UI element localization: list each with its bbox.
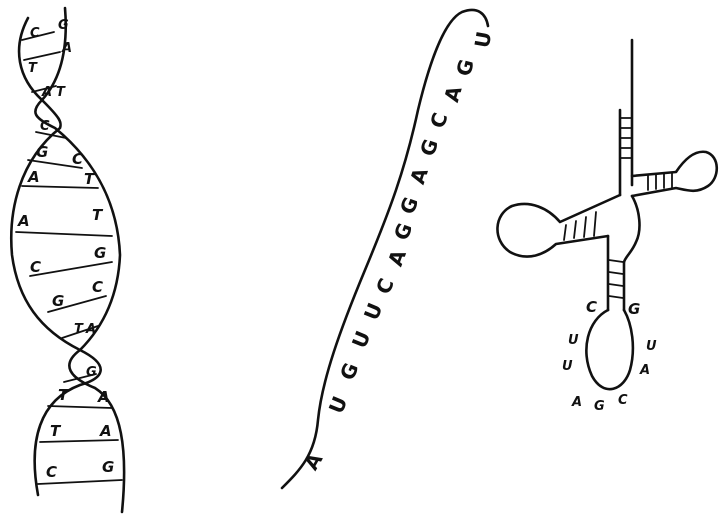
trna-loop-base: U [568, 333, 579, 348]
trna-loop-base: C [618, 393, 628, 408]
mrna-bases: A U G U U C A G G A G C A G U [299, 30, 497, 475]
trna-rung [609, 260, 623, 262]
mrna-base: C [425, 110, 452, 131]
trna-left-rungs [564, 212, 596, 240]
dna-base-left: C [40, 119, 50, 134]
trna-loop-base: G [594, 399, 605, 414]
dna-base-right: A [97, 388, 110, 406]
dna-base-right: G [86, 365, 97, 380]
dna-base-right: G [102, 458, 114, 476]
dna-base-right: C [92, 278, 103, 296]
trna-loop-base: U [646, 339, 657, 354]
trna-stem-base-left: C [586, 298, 597, 316]
trna-rung [609, 296, 623, 298]
mrna-base: U [324, 393, 352, 417]
trna-stem-base-right: G [628, 300, 640, 318]
trna-loop-base: A [639, 363, 650, 378]
dna-rung [16, 232, 112, 236]
dna-base-right: T [56, 85, 66, 100]
trna-loop-base: U [562, 359, 573, 374]
trna-acceptor-rungs [621, 118, 631, 158]
mrna-base: A [299, 448, 328, 474]
mrna-base: G [389, 220, 417, 244]
trna-rung [609, 284, 623, 286]
mrna-base: U [470, 30, 496, 50]
dna-base-right: T [84, 170, 96, 188]
mrna-backbone [282, 10, 488, 488]
trna-left-arm [497, 195, 620, 257]
mrna-base: A [439, 83, 466, 105]
dna-double-helix: C G T A A T C G C A T A T C G G C T A G … [11, 8, 124, 512]
mrna-base: U [347, 327, 375, 351]
dna-base-left: G [36, 143, 48, 161]
dna-base-right: G [94, 244, 106, 262]
dna-base-left: T [28, 61, 38, 76]
dna-rung [48, 406, 112, 408]
dna-base-right: A [61, 41, 72, 56]
dna-base-left: T [58, 386, 70, 404]
dna-base-left: A [27, 168, 40, 186]
dna-base-left: A [17, 212, 30, 230]
trna-rung [564, 225, 566, 240]
trna-rung [609, 272, 623, 274]
trna-right-rungs [648, 173, 672, 190]
dna-base-right: C [72, 150, 83, 168]
mrna-base: C [371, 275, 399, 298]
trna-bases: C G U U A G C U A [562, 298, 657, 414]
dna-base-left: C [30, 26, 40, 41]
dna-base-right: G [58, 18, 69, 33]
trna-rung [574, 221, 576, 238]
trna-loop-base: A [571, 395, 582, 410]
dna-base-left: T [50, 422, 62, 440]
dna-base-right: A [85, 322, 96, 337]
dna-base-left: C [46, 463, 57, 481]
mrna-base: G [451, 57, 478, 79]
trna-anticodon-rungs [609, 260, 623, 298]
mrna-base: U [359, 299, 387, 323]
trna-anticodon-loop [586, 310, 633, 389]
dna-rung [40, 440, 118, 442]
mrna-base: A [405, 164, 433, 187]
mrna-base: G [335, 359, 363, 383]
dna-base-left: C [30, 258, 41, 276]
dna-rung [30, 262, 112, 276]
mrna-base: G [415, 136, 443, 159]
trna-right-arm [632, 152, 717, 196]
trna-rung [584, 217, 586, 237]
dna-base-right: A [99, 422, 112, 440]
dna-base-right: T [92, 206, 104, 224]
trna-cloverleaf: C G U U A G C U A [497, 40, 716, 414]
dna-base-left: T [74, 322, 84, 337]
dna-base-left: A [41, 85, 52, 100]
dna-base-left: G [52, 292, 64, 310]
dna-rung [24, 52, 60, 60]
mrna-strand: A U G U U C A G G A G C A G U [282, 10, 496, 488]
mrna-base: A [383, 246, 411, 269]
mrna-base: G [395, 194, 423, 218]
trna-central-bulge [624, 196, 639, 262]
trna-rung [594, 212, 596, 236]
